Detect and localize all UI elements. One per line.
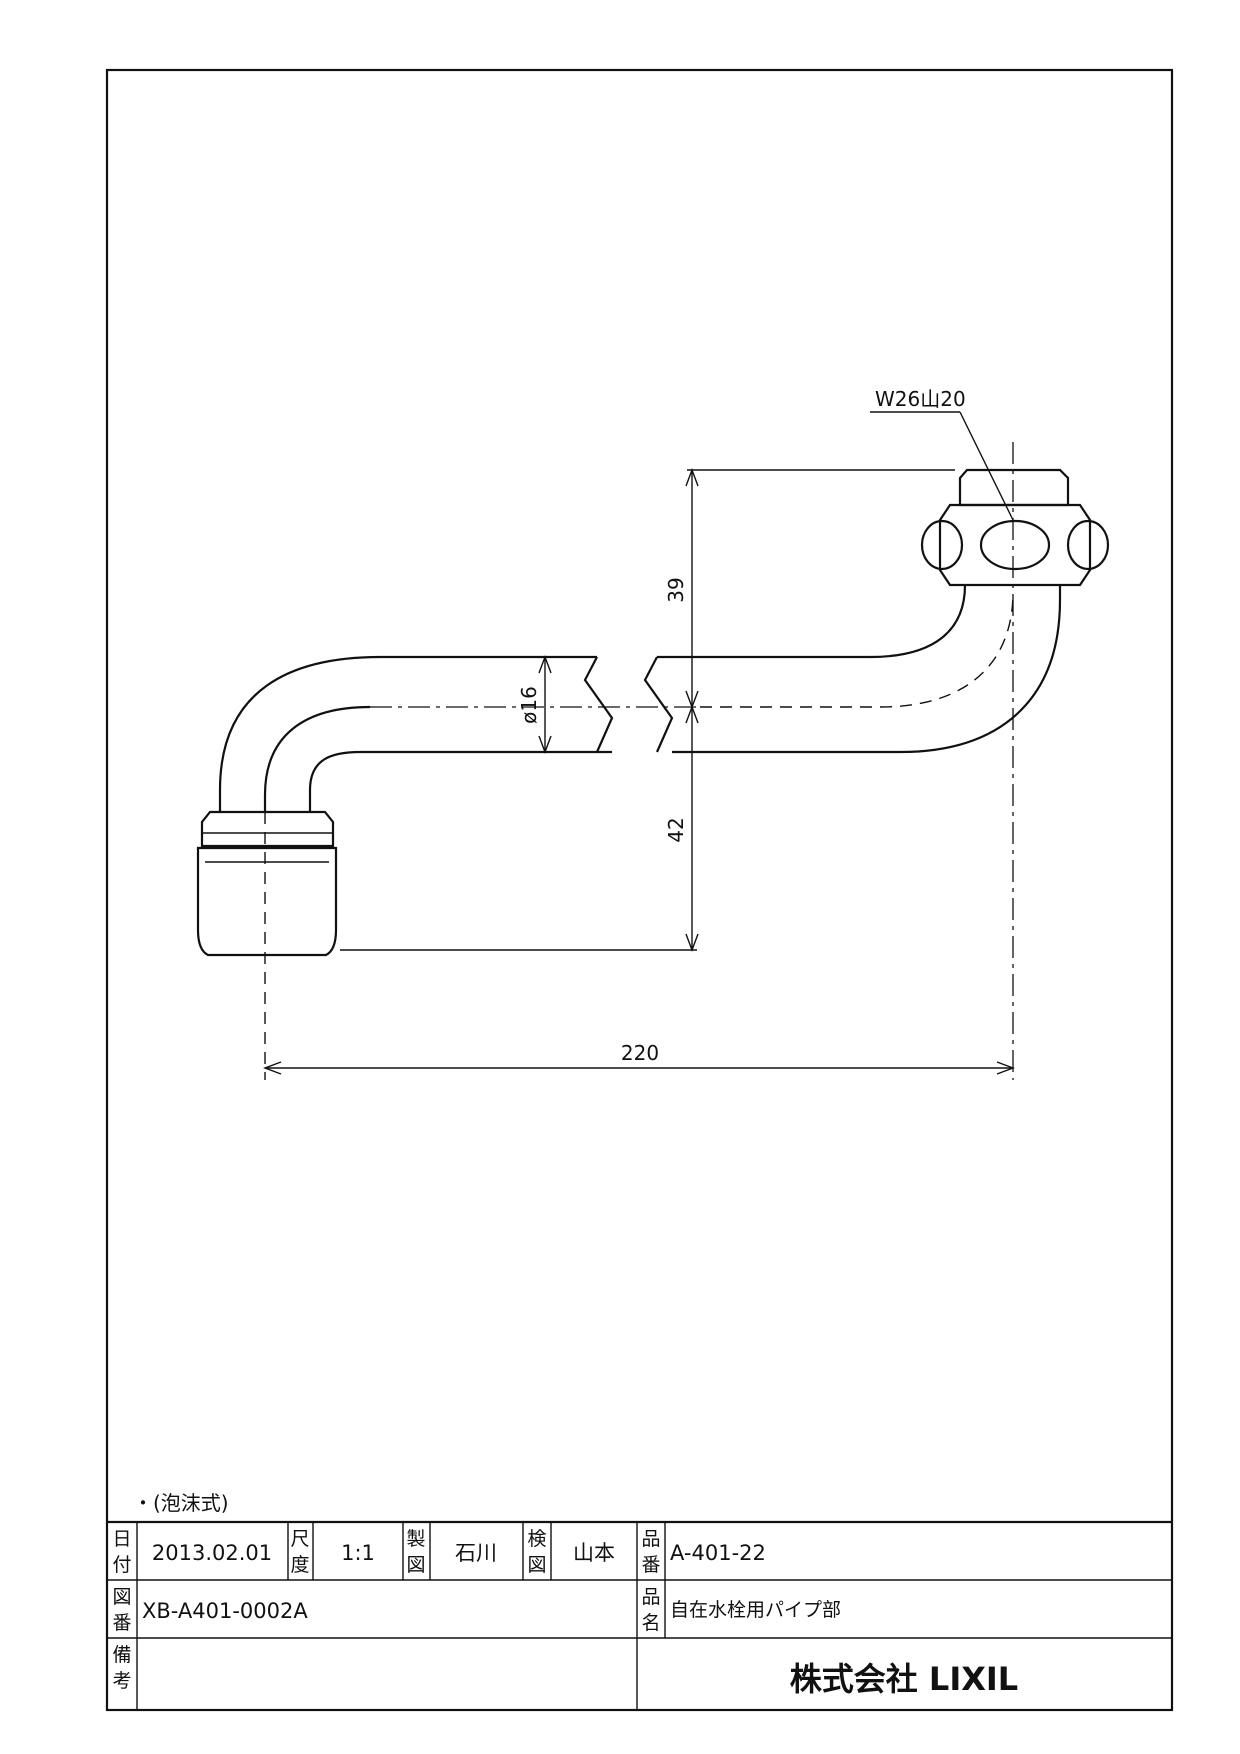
drawn-by-value: 石川 [455, 1541, 497, 1565]
dim-label-39: 39 [664, 577, 688, 602]
checked-label-char-1: 検 [527, 1528, 546, 1550]
drawn-label-char-2: 図 [406, 1554, 425, 1576]
scale-value: 1:1 [341, 1541, 375, 1565]
pipe-wall-outer-left [263, 705, 371, 812]
dim-label-220: 220 [621, 1041, 659, 1065]
drawn-label-char-1: 製 [406, 1528, 425, 1550]
part-name-label-char-1: 品 [641, 1586, 660, 1608]
part-number-value: A-401-22 [670, 1541, 766, 1565]
scale-label-char-1: 尺 [290, 1528, 309, 1550]
part-name-value: 自在水栓用パイプ部 [670, 1599, 841, 1621]
pipe-inner-contour-left [308, 750, 612, 812]
dimensions: 39 42 ø16 220 W26山20 [263, 387, 1015, 1075]
checked-label-char-2: 図 [527, 1554, 546, 1576]
pipe-centerline-bend-right [700, 591, 1014, 708]
pipe-inner-contour-right [672, 585, 1062, 754]
pipe-break-right [643, 656, 674, 753]
scale-label-char-2: 度 [290, 1554, 309, 1576]
part-name-label-char-2: 名 [641, 1612, 660, 1634]
title-block: 日 付 2013.02.01 尺 度 1:1 製 図 石川 検 図 山本 品 番… [107, 1520, 1172, 1710]
company-name: 株式会社 LIXIL [790, 1660, 1018, 1698]
foam-type-note: ・(泡沫式) [133, 1491, 229, 1515]
part-no-label-char-1: 品 [641, 1528, 660, 1550]
thread-spec-label: W26山20 [875, 387, 966, 411]
dim-label-diameter: ø16 [517, 686, 541, 724]
drawing-number-value: XB-A401-0002A [142, 1599, 308, 1623]
checked-by-value: 山本 [573, 1541, 615, 1565]
pipe-break-left [583, 656, 614, 753]
drawing-no-label-char-2: 番 [112, 1612, 131, 1634]
remarks-label-char-2: 考 [112, 1670, 131, 1692]
drawing-frame [105, 68, 1174, 1712]
aerator-nozzle [196, 810, 338, 957]
pipe-drawing [196, 442, 1110, 1080]
date-label-char-2: 付 [112, 1554, 131, 1576]
part-no-label-char-2: 番 [641, 1554, 660, 1576]
drawing-no-label-char-1: 図 [112, 1586, 131, 1608]
pipe-outer-contour-left [218, 655, 597, 812]
pipe-outer-contour-right [657, 584, 967, 659]
top-fitting [920, 468, 1110, 587]
date-label-char-1: 日 [112, 1528, 131, 1550]
remarks-label-char-1: 備 [112, 1644, 131, 1666]
dim-label-42: 42 [664, 817, 688, 842]
date-value: 2013.02.01 [152, 1541, 272, 1565]
